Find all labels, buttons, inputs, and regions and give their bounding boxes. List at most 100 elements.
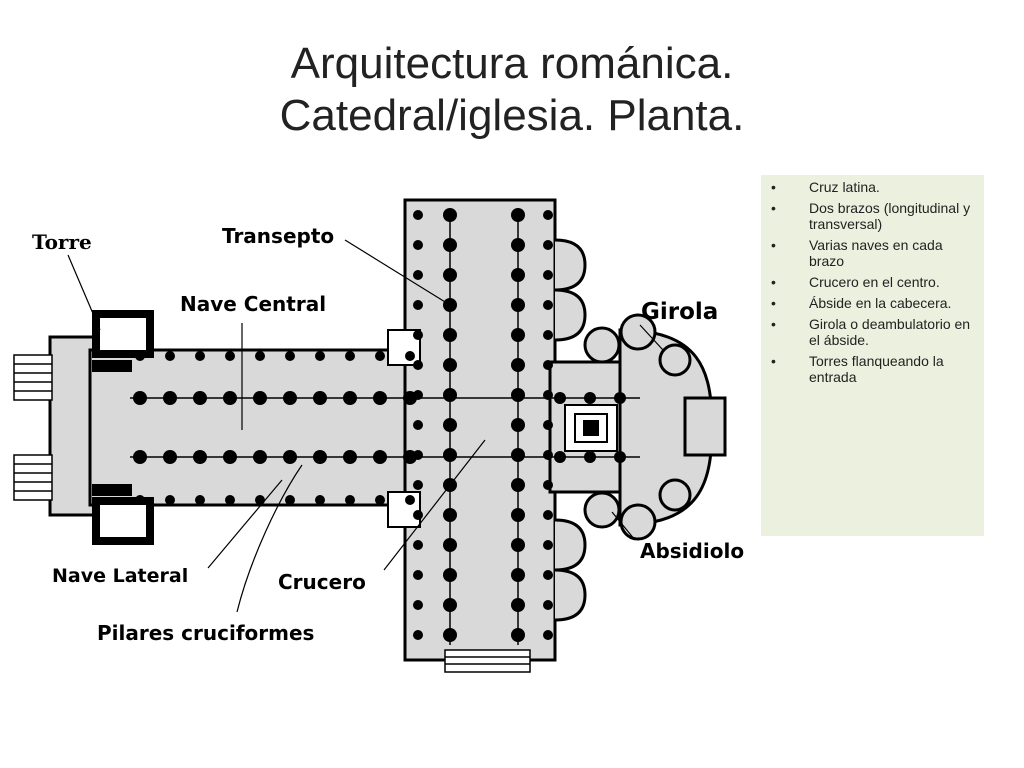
pier bbox=[195, 351, 205, 361]
pier bbox=[255, 351, 265, 361]
pier bbox=[511, 328, 525, 342]
pier bbox=[413, 570, 423, 580]
staircases bbox=[387, 329, 421, 528]
pier bbox=[443, 448, 457, 462]
pier bbox=[554, 392, 566, 404]
note-item: •Ábside en la cabecera. bbox=[769, 295, 976, 311]
pier bbox=[443, 418, 457, 432]
pier bbox=[543, 600, 553, 610]
pier bbox=[313, 391, 327, 405]
pier bbox=[373, 391, 387, 405]
note-item: •Torres flanqueando la entrada bbox=[769, 353, 976, 385]
note-text: Ábside en la cabecera. bbox=[809, 295, 952, 311]
pier bbox=[345, 351, 355, 361]
label-crucero: Crucero bbox=[278, 570, 366, 594]
pier bbox=[135, 495, 145, 505]
pier bbox=[543, 330, 553, 340]
pier bbox=[511, 388, 525, 402]
pier bbox=[413, 450, 423, 460]
pier bbox=[443, 628, 457, 642]
pier bbox=[543, 360, 553, 370]
nave bbox=[88, 348, 422, 507]
pier bbox=[443, 568, 457, 582]
steps-south bbox=[444, 649, 531, 673]
pier bbox=[511, 298, 525, 312]
leader-torre bbox=[67, 254, 101, 331]
pier bbox=[285, 495, 295, 505]
pier bbox=[133, 391, 147, 405]
leader-girola bbox=[639, 324, 664, 351]
note-text: Varias naves en cada brazo bbox=[809, 237, 943, 269]
note-item: • Dos brazos (longitudinal y transversal) bbox=[769, 200, 976, 232]
pier bbox=[511, 508, 525, 522]
chapel-n2 bbox=[554, 288, 587, 342]
pier bbox=[413, 600, 423, 610]
pier bbox=[543, 450, 553, 460]
leader-lines bbox=[67, 239, 664, 613]
note-item: • Cruz latina. bbox=[769, 179, 976, 195]
bullet-icon: • bbox=[771, 316, 776, 332]
note-item: • Varias naves en cada brazo bbox=[769, 237, 976, 269]
pier bbox=[511, 598, 525, 612]
pier bbox=[443, 328, 457, 342]
pier bbox=[413, 390, 423, 400]
pier bbox=[511, 238, 525, 252]
chapel-s2 bbox=[554, 568, 587, 622]
chapels bbox=[554, 238, 692, 622]
radiating-chapel-5 bbox=[658, 343, 692, 377]
pier bbox=[163, 450, 177, 464]
label-torre: Torre bbox=[32, 230, 92, 254]
label-pilares-cruciformes: Pilares cruciformes bbox=[97, 621, 314, 645]
leader-crucero bbox=[383, 439, 486, 571]
pier bbox=[195, 495, 205, 505]
pier bbox=[554, 451, 566, 463]
pier bbox=[373, 450, 387, 464]
pier bbox=[413, 360, 423, 370]
note-item: • Girola o deambulatorio en el ábside. bbox=[769, 316, 976, 348]
steps-upper bbox=[13, 354, 53, 401]
pier bbox=[223, 391, 237, 405]
note-item: •Crucero en el centro. bbox=[769, 274, 976, 290]
pier bbox=[413, 420, 423, 430]
slide-title: Arquitectura románica. Catedral/iglesia.… bbox=[0, 38, 1024, 142]
pier bbox=[543, 270, 553, 280]
note-text: Cruz latina. bbox=[809, 179, 880, 195]
pier bbox=[543, 540, 553, 550]
label-girola: Girola bbox=[641, 299, 718, 325]
pier bbox=[443, 358, 457, 372]
pier bbox=[163, 391, 177, 405]
pier bbox=[443, 538, 457, 552]
radiating-chapel-2 bbox=[619, 313, 657, 351]
note-text: Dos brazos (longitudinal y transversal) bbox=[809, 200, 971, 232]
axial-chapel bbox=[683, 396, 727, 457]
bullet-icon: • bbox=[771, 200, 776, 216]
pier bbox=[543, 390, 553, 400]
pier bbox=[443, 388, 457, 402]
bullet-icon: • bbox=[771, 237, 776, 253]
pier bbox=[584, 392, 596, 404]
pier bbox=[543, 570, 553, 580]
entrance-steps bbox=[13, 354, 531, 673]
pier bbox=[413, 480, 423, 490]
label-nave-lateral: Nave Lateral bbox=[52, 565, 188, 587]
pier bbox=[511, 478, 525, 492]
stair-south bbox=[387, 491, 421, 528]
pier bbox=[413, 300, 423, 310]
pier bbox=[165, 351, 175, 361]
pier bbox=[543, 420, 553, 430]
pier bbox=[413, 240, 423, 250]
pier bbox=[543, 510, 553, 520]
pier bbox=[543, 300, 553, 310]
note-text: Crucero en el centro. bbox=[809, 274, 940, 290]
pier bbox=[543, 240, 553, 250]
piers bbox=[133, 208, 626, 642]
radiating-chapel-3 bbox=[583, 491, 621, 529]
bullet-icon: • bbox=[771, 179, 776, 195]
pier bbox=[133, 450, 147, 464]
pier bbox=[543, 480, 553, 490]
note-text: Girola o deambulatorio en el ábside. bbox=[809, 316, 971, 348]
pier bbox=[315, 351, 325, 361]
pier bbox=[255, 495, 265, 505]
pier bbox=[511, 418, 525, 432]
